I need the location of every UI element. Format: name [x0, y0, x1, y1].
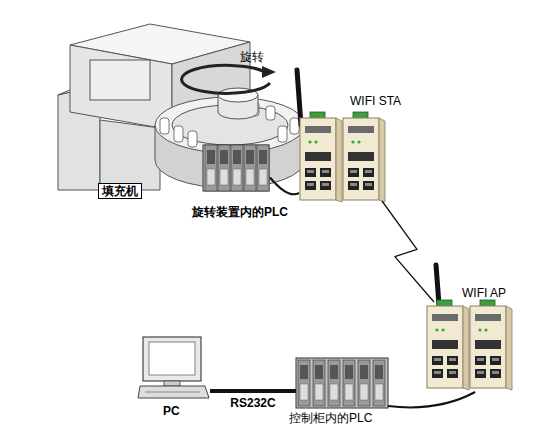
wireless-link	[382, 201, 434, 302]
node-label: 控制柜内的PLC	[289, 411, 372, 425]
cable	[388, 392, 475, 407]
cable	[210, 389, 296, 393]
free-label: 旋转	[240, 50, 264, 64]
node-label: WIFI STA	[350, 94, 401, 108]
plc-node: 旋转装置内的PLC	[200, 140, 270, 190]
plc-node: 控制柜内的PLC	[293, 355, 390, 410]
node-label: PC	[163, 404, 180, 418]
machine-node: 填充机 旋转装置内的PLC	[55, 18, 295, 200]
node-label: 旋转装置内的PLC	[192, 205, 288, 219]
node-label: WIFI AP	[462, 286, 506, 300]
node-label: 填充机	[98, 183, 142, 199]
wifi-ap-node: WIFI AP	[420, 300, 515, 392]
cable	[270, 178, 299, 195]
edge-label: RS232C	[230, 396, 275, 410]
pc-node: PC	[138, 335, 210, 400]
wifi-sta-node: WIFI STA	[293, 115, 388, 203]
